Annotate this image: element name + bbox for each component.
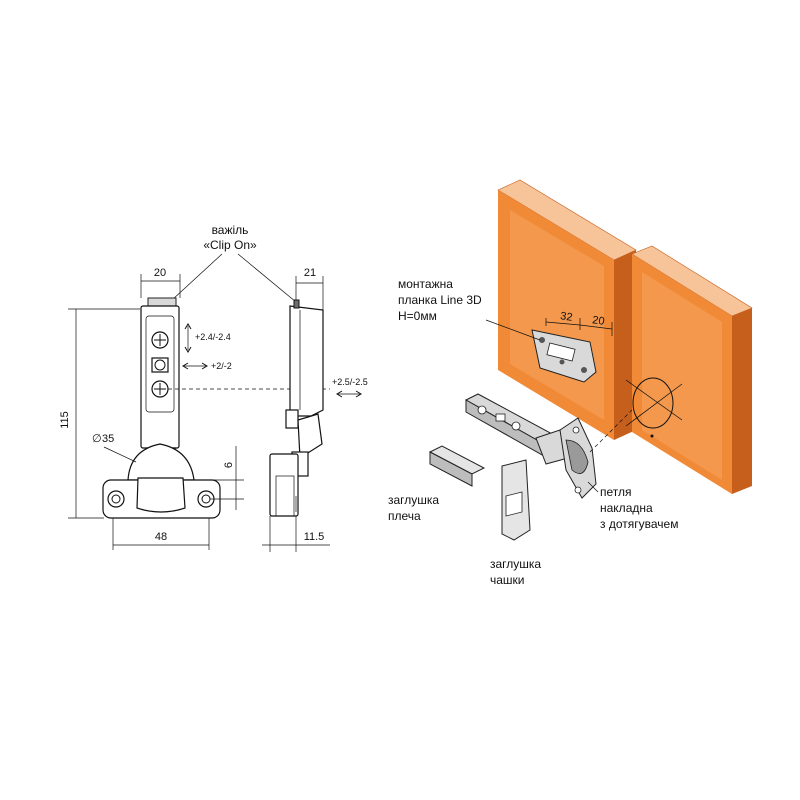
dim-base-width: 48	[155, 531, 167, 543]
dim-top-width: 20	[154, 267, 166, 279]
dim-plate-spacing: 32	[560, 310, 574, 324]
flange-hole-left	[107, 490, 125, 508]
plate-callout-line2: планка Line 3D	[398, 293, 482, 307]
panel-right-front	[632, 254, 732, 494]
hinge-callout: петля накладна з дотягувачем	[587, 481, 678, 531]
dim-plate-edge: 20	[592, 314, 606, 328]
dim-side-depth: 11.5	[304, 531, 325, 543]
panel-right-side	[732, 308, 752, 494]
front-view: важіль «Clip On» 20 115 +2.4/-2.4 +2	[59, 223, 330, 550]
lever-callout-line1: важіль	[212, 223, 249, 237]
lever-leader-right	[237, 253, 297, 303]
hinge-callout-line1: петля	[600, 485, 632, 499]
side-knuckle	[297, 413, 323, 460]
cup-bore-hole	[632, 377, 674, 429]
plate-callout: монтажна планка Line 3D H=0мм	[398, 277, 541, 341]
hinge-callout-line2: накладна	[600, 501, 653, 515]
lever-leader-left	[171, 253, 223, 301]
mounting-plate: 32 20	[531, 310, 613, 383]
dim-cup-offset: 6	[223, 462, 235, 468]
lever-callout-line2: «Clip On»	[203, 238, 257, 252]
depth-adjust-label: +2.5/-2.5	[332, 377, 368, 387]
dim-line-plate-spacing	[545, 321, 581, 326]
side-view: 21 +2.5/-2.5 11.5	[262, 267, 368, 552]
panel-left-side	[614, 250, 636, 440]
hinge-cup	[127, 443, 195, 481]
arm-cap-callout-line2: плеча	[388, 509, 421, 523]
arm-cap-callout-line1: заглушка	[388, 493, 439, 507]
hinge-3d	[464, 393, 633, 499]
cup-cap: заглушка чашки	[490, 459, 541, 587]
cup-cap-callout-line1: заглушка	[490, 557, 541, 571]
dim-cup-diameter: 35	[102, 433, 114, 445]
plate-callout-line1: монтажна	[398, 277, 453, 291]
dim-height: 115	[59, 411, 71, 429]
dim-cup-diameter-symbol: ∅	[92, 433, 102, 445]
dim-line-plate-edge	[579, 324, 613, 330]
side-arm	[289, 305, 324, 417]
plate-callout-line3: H=0мм	[398, 309, 437, 323]
dim-side-width: 21	[304, 267, 316, 279]
hinge-callout-line3: з дотягувачем	[600, 517, 678, 531]
cup-cap-callout-line2: чашки	[490, 573, 525, 587]
arm-cap: заглушка плеча	[388, 445, 486, 523]
hinge-arm	[140, 305, 180, 449]
height-adjust-label: +2.4/-2.4	[195, 332, 231, 342]
side-adjust-label: +2/-2	[211, 361, 232, 371]
